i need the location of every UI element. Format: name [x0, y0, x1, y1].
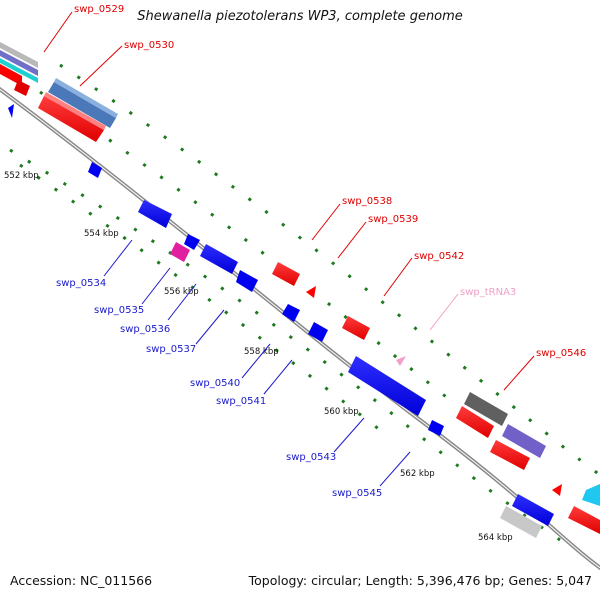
gene-swp_0530-block: [48, 78, 118, 128]
tick-label-556kbp: 556 kbp: [164, 287, 199, 297]
inner-dotted-track: [9, 148, 561, 542]
gene-swp_0534-block: [138, 200, 172, 228]
label-swp_0540[interactable]: swp_0540: [190, 378, 240, 389]
label-swp_0539[interactable]: swp_0539: [368, 214, 418, 225]
label-swp_0538[interactable]: swp_0538: [342, 196, 392, 207]
accession-text: Accession: NC_011566: [10, 573, 153, 588]
label-swp_0534[interactable]: swp_0534: [56, 278, 106, 289]
reverse-leader-lines: [103, 239, 411, 487]
label-swp_0530[interactable]: swp_0530: [124, 40, 174, 51]
tick-label-554kbp: 554 kbp: [84, 229, 119, 239]
tick-label-562kbp: 562 kbp: [400, 469, 435, 479]
genome-backbone: [0, 86, 600, 571]
gene-blue-small-2: [236, 270, 258, 292]
tick-label-564kbp: 564 kbp: [478, 533, 513, 543]
gene-swp_0542-block: [342, 316, 370, 340]
gene-cluster-top-left: [0, 42, 38, 118]
gene-swp_tRNA3-block: [396, 356, 406, 366]
gene-swp_0541-block: [308, 322, 328, 342]
tick-label-558kbp: 558 kbp: [244, 347, 279, 357]
gene-swp_0538-block: [272, 262, 300, 286]
label-swp_0535[interactable]: swp_0535: [94, 305, 144, 316]
forward-leader-lines: [43, 11, 535, 391]
label-swp_0529[interactable]: swp_0529: [74, 4, 124, 15]
gene-red-block-1: [38, 92, 106, 142]
gene-swp_0535-block: [170, 242, 190, 262]
label-swp_0541[interactable]: swp_0541: [216, 396, 266, 407]
label-swp_tRNA3[interactable]: swp_tRNA3: [460, 287, 516, 298]
label-swp_0537[interactable]: swp_0537: [146, 344, 196, 355]
outer-dotted-track: [39, 63, 600, 477]
gene-swp_0537-block: [200, 244, 238, 274]
gene-swp_0545-block: [428, 420, 444, 436]
genome-summary-text: Topology: circular; Length: 5,396,476 bp…: [248, 573, 592, 588]
tick-label-552kbp: 552 kbp: [4, 171, 39, 181]
gene-swp_0540-block: [282, 304, 300, 322]
label-swp_0536[interactable]: swp_0536: [120, 324, 170, 335]
label-swp_0546[interactable]: swp_0546: [536, 348, 586, 359]
gene-blue-small-1: [88, 162, 102, 178]
trna-leader-line: [429, 293, 459, 331]
gene-cluster-bottom-right: [500, 484, 600, 538]
label-swp_0543[interactable]: swp_0543: [286, 452, 336, 463]
label-swp_0542[interactable]: swp_0542: [414, 251, 464, 262]
gene-swp_0536-block: [184, 234, 200, 250]
gene-swp_0543-block: [348, 356, 426, 416]
tick-label-560kbp: 560 kbp: [324, 407, 359, 417]
gene-swp_0539-block: [306, 286, 316, 298]
map-title: Shewanella piezotolerans WP3, complete g…: [137, 9, 463, 24]
label-swp_0545[interactable]: swp_0545: [332, 488, 382, 499]
gene-swp_0546-block: [456, 392, 546, 470]
